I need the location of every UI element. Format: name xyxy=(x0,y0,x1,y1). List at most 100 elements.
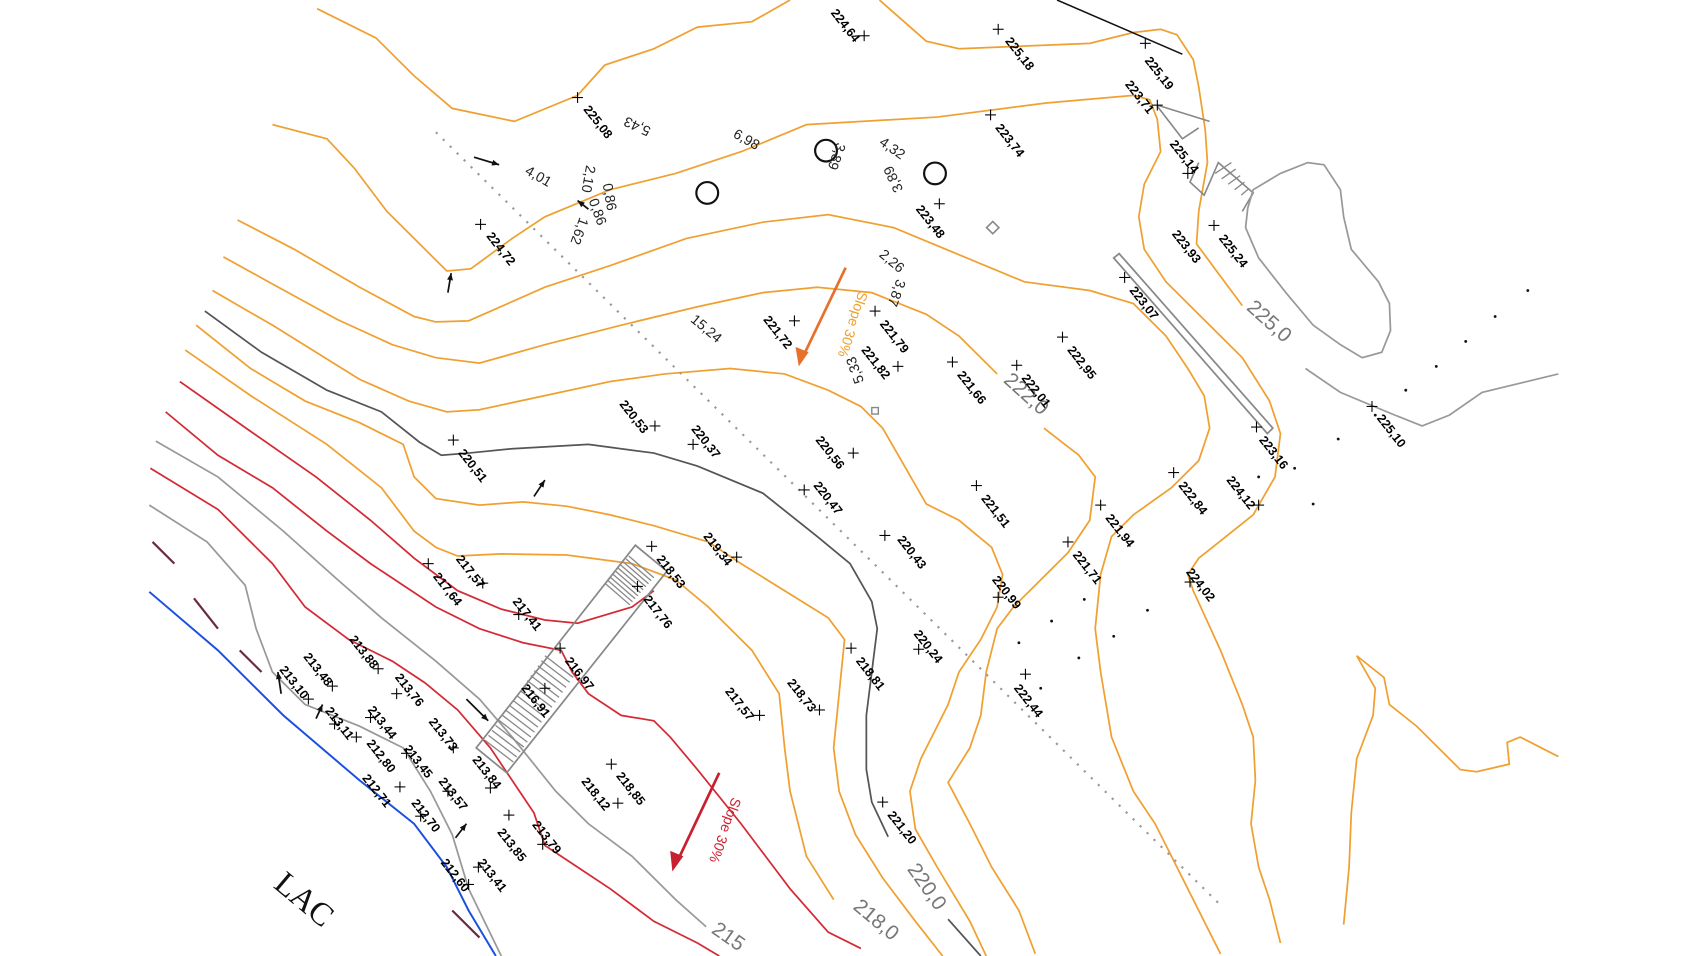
spot-height[interactable]: 213,76 xyxy=(391,671,427,710)
spot-height-label: 221,72 xyxy=(760,313,795,352)
contour-line xyxy=(204,310,889,838)
lake-label: LAC xyxy=(267,865,340,934)
survey-cross-icon xyxy=(391,688,403,700)
spot-height[interactable]: 218,85 xyxy=(605,758,648,808)
spot-height[interactable]: 213,79 xyxy=(529,818,564,857)
spot-height-label: 220,99 xyxy=(989,573,1024,612)
survey-dot xyxy=(1146,608,1149,612)
spot-height-label: 221,20 xyxy=(885,808,920,847)
spot-height[interactable]: 225,14 xyxy=(1167,137,1202,179)
spot-height[interactable]: 217,41 xyxy=(510,595,545,634)
spot-height[interactable]: 212,70 xyxy=(408,796,443,835)
survey-cross-icon xyxy=(326,680,338,692)
spot-height[interactable]: 221,51 xyxy=(970,480,1013,530)
spot-height[interactable]: 213,73 xyxy=(426,715,461,754)
survey-dot xyxy=(1112,634,1116,638)
spot-height[interactable]: 218,73 xyxy=(784,676,825,716)
spot-height[interactable]: 224,64 xyxy=(828,6,870,45)
spot-height[interactable]: 220,56 xyxy=(813,433,859,472)
spot-height[interactable]: 220,53 xyxy=(617,398,661,437)
survey-cross-icon xyxy=(350,731,362,743)
survey-cross-icon xyxy=(933,198,945,210)
spot-height[interactable]: 225,19 xyxy=(1139,37,1177,93)
contour-line xyxy=(179,380,655,625)
spot-height-label: 212,71 xyxy=(359,771,394,810)
spot-height[interactable]: 223,48 xyxy=(913,198,948,241)
spot-height[interactable]: 213,41 xyxy=(472,856,510,895)
survey-cross-icon xyxy=(1057,331,1068,343)
spot-height[interactable]: 225,10 xyxy=(1366,401,1409,450)
survey-dot xyxy=(1293,466,1297,470)
spot-height[interactable]: 213,84 xyxy=(469,753,504,794)
survey-cross-icon xyxy=(1366,401,1378,412)
spot-height[interactable]: 221,66 xyxy=(946,356,989,407)
spot-height[interactable]: 218,81 xyxy=(845,642,888,693)
survey-dot xyxy=(1050,619,1054,623)
spot-height[interactable]: 225,24 xyxy=(1208,220,1251,270)
spot-height[interactable]: 225,18 xyxy=(992,23,1037,73)
spot-height[interactable]: 212,60 xyxy=(438,856,475,895)
survey-cross-icon xyxy=(985,109,997,121)
survey-dot xyxy=(1017,641,1021,645)
survey-cross-icon xyxy=(1208,220,1220,231)
survey-cross-icon xyxy=(572,92,584,103)
spot-height[interactable]: 222,84 xyxy=(1168,467,1210,517)
spot-height-label: 213,48 xyxy=(301,650,336,689)
spot-height[interactable]: 213,85 xyxy=(495,809,530,865)
spot-height[interactable]: 213,45 xyxy=(401,742,436,781)
spot-height[interactable]: 217,57 xyxy=(453,553,489,592)
spot-height[interactable]: 221,20 xyxy=(877,796,920,847)
spot-height-label: 221,79 xyxy=(877,317,912,356)
spot-height[interactable]: 220,43 xyxy=(879,530,929,572)
spot-height[interactable]: 221,71 xyxy=(1062,536,1105,587)
spot-height-label: 212,70 xyxy=(408,796,443,835)
contour-line xyxy=(165,411,862,950)
spot-height[interactable]: 222,95 xyxy=(1057,331,1099,382)
survey-dot xyxy=(1373,413,1377,417)
spot-height-label: 224,12 xyxy=(1224,473,1259,512)
survey-cross-icon xyxy=(472,861,484,873)
spot-height[interactable]: 221,72 xyxy=(760,313,800,352)
spot-height[interactable]: 213,10 xyxy=(277,663,314,705)
spot-height[interactable]: 213,57 xyxy=(436,775,471,814)
spot-height[interactable]: 222,44 xyxy=(1011,668,1046,720)
spot-height[interactable]: 225,08 xyxy=(572,92,615,141)
survey-cross-icon xyxy=(372,663,384,675)
spot-height-label: 213,73 xyxy=(426,715,461,754)
spot-height-label: 218,73 xyxy=(784,676,819,715)
survey-cross-icon xyxy=(1062,536,1074,548)
spot-height-label: 212,60 xyxy=(438,856,473,895)
survey-cross-icon xyxy=(612,797,624,809)
spot-height-label: 213,41 xyxy=(475,856,510,895)
fence-line xyxy=(1056,0,1183,55)
spot-height[interactable]: 219,34 xyxy=(701,530,743,569)
path-line xyxy=(1305,367,1559,427)
spot-height[interactable]: 220,24 xyxy=(911,627,946,666)
spot-height[interactable]: 223,07 xyxy=(1119,272,1161,322)
spot-height[interactable]: 213,44 xyxy=(365,703,400,742)
arrow-icon xyxy=(465,698,489,722)
survey-dot xyxy=(1526,289,1530,292)
spot-height[interactable]: 223,71 xyxy=(1122,78,1163,117)
survey-cross-icon xyxy=(1019,668,1031,680)
spot-height[interactable]: 220,99 xyxy=(989,573,1024,612)
spot-height[interactable]: 221,94 xyxy=(1095,499,1137,550)
spot-height[interactable]: 224,02 xyxy=(1183,566,1218,605)
spot-height[interactable]: 217,57 xyxy=(722,685,765,724)
survey-cross-icon xyxy=(1251,421,1262,433)
spot-height-label: 217,76 xyxy=(641,593,676,632)
survey-cross-icon xyxy=(1139,37,1151,49)
spot-height[interactable]: 223,74 xyxy=(985,109,1027,160)
spot-height-label: 220,56 xyxy=(813,433,848,472)
spot-height[interactable]: 220,47 xyxy=(798,479,845,518)
spot-height[interactable]: 220,37 xyxy=(687,422,724,461)
arrow-icon xyxy=(454,823,468,839)
spot-height[interactable]: 220,51 xyxy=(447,434,490,485)
survey-cross-icon xyxy=(503,809,515,821)
survey-cross-icon xyxy=(537,838,549,850)
spot-height[interactable]: 221,79 xyxy=(869,305,912,356)
spot-height[interactable]: 218,53 xyxy=(646,540,688,591)
spot-height[interactable]: 212,71 xyxy=(359,771,406,810)
contour-line xyxy=(316,0,791,123)
